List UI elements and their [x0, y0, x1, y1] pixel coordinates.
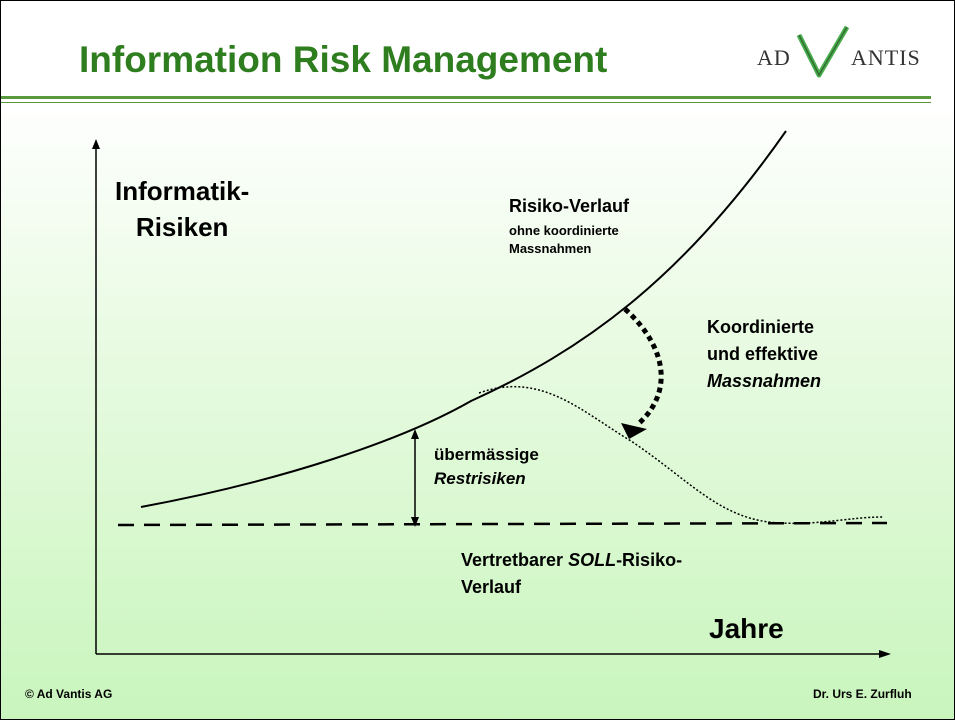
header-rule-thin: [1, 102, 931, 103]
measures-arrowhead: [621, 423, 647, 439]
risk-curve-subtitle: ohne koordinierte Massnahmen: [509, 222, 619, 258]
risk-curve-coordinated: [478, 385, 884, 525]
x-axis-arrowhead: [879, 650, 891, 658]
target-risk-label: Vertretbarer SOLL-Risiko- Verlauf: [461, 547, 682, 601]
risk-curve-title: Risiko-Verlauf: [509, 196, 630, 216]
excess-line1: übermässige: [434, 445, 539, 464]
measures-line1: Koordinierte: [707, 317, 815, 337]
advantis-logo: AD ANTIS: [749, 23, 939, 83]
x-axis-title: Jahre: [709, 613, 784, 644]
measures-label: Koordinierte und effektive Massnahmen: [707, 314, 821, 395]
risk-curve-subtitle-line1: ohne koordinierte: [509, 223, 619, 238]
target-post: -Risiko-: [616, 550, 683, 570]
footer-author: Dr. Urs E. Zurfluh: [813, 687, 912, 701]
residual-arrow-top-head: [411, 429, 419, 439]
measures-line3: Massnahmen: [707, 371, 822, 391]
measures-line2: und effektive: [707, 344, 819, 364]
logo-text-ad: AD: [757, 45, 791, 70]
risk-curve-subtitle-line2: Massnahmen: [509, 241, 592, 256]
target-em: SOLL: [568, 550, 617, 570]
y-axis-arrowhead: [92, 139, 100, 149]
risk-curve-uncoordinated: [140, 130, 787, 508]
y-axis-title-line1: Informatik-: [115, 176, 250, 206]
excess-line2: Restrisiken: [434, 469, 526, 488]
measures-arrow: [623, 307, 664, 427]
target-pre: Vertretbarer: [461, 550, 569, 570]
y-axis-title-line2: Risiken: [135, 212, 229, 242]
y-axis-title: Informatik- Risiken: [115, 173, 249, 245]
residual-arrow-bottom-head: [411, 517, 419, 527]
header-rule-thick: [1, 96, 931, 99]
footer-copyright: © Ad Vantis AG: [25, 687, 113, 701]
excess-risk-label: übermässige Restrisiken: [434, 443, 539, 491]
target-risk-line: [117, 521, 888, 527]
target-line2: Verlauf: [461, 577, 522, 597]
logo-text-antis: ANTIS: [851, 45, 921, 70]
slide-title: Information Risk Management: [79, 39, 608, 80]
logo-v-mark: [796, 25, 850, 78]
